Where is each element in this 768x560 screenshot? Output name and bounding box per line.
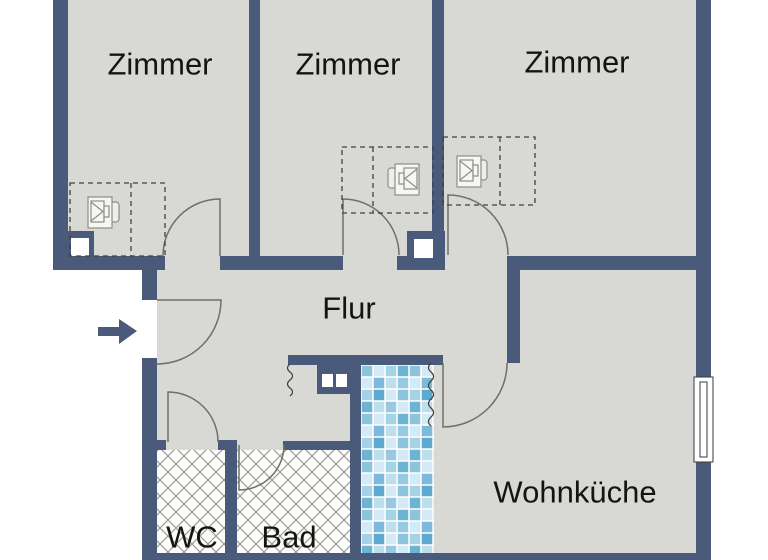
outside-right (711, 0, 768, 560)
furniture-outlines (69, 136, 536, 257)
furniture-outline-zimmer-2 (341, 146, 434, 214)
wall-segment (53, 0, 68, 256)
wall-niche-opening (71, 238, 89, 256)
wall-segment (53, 256, 165, 270)
desks (87, 155, 488, 229)
radiator-squiggle-icon (427, 362, 435, 427)
entrance-arrow-icon (98, 319, 137, 344)
wall-segment (142, 553, 711, 560)
wall-niche-opening (414, 239, 433, 258)
tiled-floor (361, 365, 434, 553)
wall-segment (507, 256, 520, 363)
walls (53, 0, 711, 560)
desk-icon (87, 196, 120, 229)
bad-floor-hatch (237, 450, 350, 553)
radiators (286, 362, 435, 427)
stove-burner (322, 374, 333, 387)
room-labels: Zimmer Zimmer Zimmer Flur WC Bad Wohnküc… (107, 45, 656, 555)
window-icon (693, 376, 714, 463)
wall-segment (142, 440, 166, 450)
wall-segment (142, 358, 157, 553)
wall-segment (283, 441, 350, 450)
room-label-bad: Bad (261, 520, 316, 555)
wall-segment (249, 0, 260, 256)
room-label-wohnkueche: Wohnküche (493, 475, 656, 510)
wc-floor-hatch (157, 450, 225, 553)
furniture-outline-zimmer-1 (69, 182, 166, 257)
desk-icon (387, 163, 420, 196)
doors (156, 194, 509, 491)
desk-icon (456, 155, 488, 188)
wall-segment (288, 355, 443, 365)
wall-segment (696, 0, 711, 377)
wall-fixtures (71, 238, 714, 463)
stove-burner (336, 374, 347, 387)
wall-segment (696, 462, 711, 560)
door-swing-zimmer-3 (447, 194, 509, 256)
outside-bottom-left (0, 270, 142, 560)
room-label-wc: WC (166, 520, 218, 555)
wall-segment (350, 365, 361, 553)
room-label-zimmer-3: Zimmer (524, 45, 629, 80)
door-swing-wohnkueche (442, 362, 508, 428)
wall-segment (218, 440, 237, 450)
entrance-opening (142, 300, 157, 358)
wall-segment (432, 0, 444, 233)
wall-segment (507, 256, 711, 270)
room-label-flur: Flur (322, 291, 375, 326)
door-swing-wc (167, 391, 219, 443)
door-swing-zimmer-1 (162, 198, 221, 257)
wall-segment (225, 450, 237, 553)
room-label-zimmer-1: Zimmer (107, 47, 212, 82)
wall-segment (142, 270, 157, 300)
wall-segment (220, 256, 343, 270)
door-swing-entrance (156, 299, 222, 365)
radiator-squiggle-icon (286, 363, 294, 397)
furniture-outline-zimmer-3 (442, 136, 536, 206)
door-swing-bad (238, 444, 285, 491)
room-label-zimmer-2: Zimmer (295, 47, 400, 82)
